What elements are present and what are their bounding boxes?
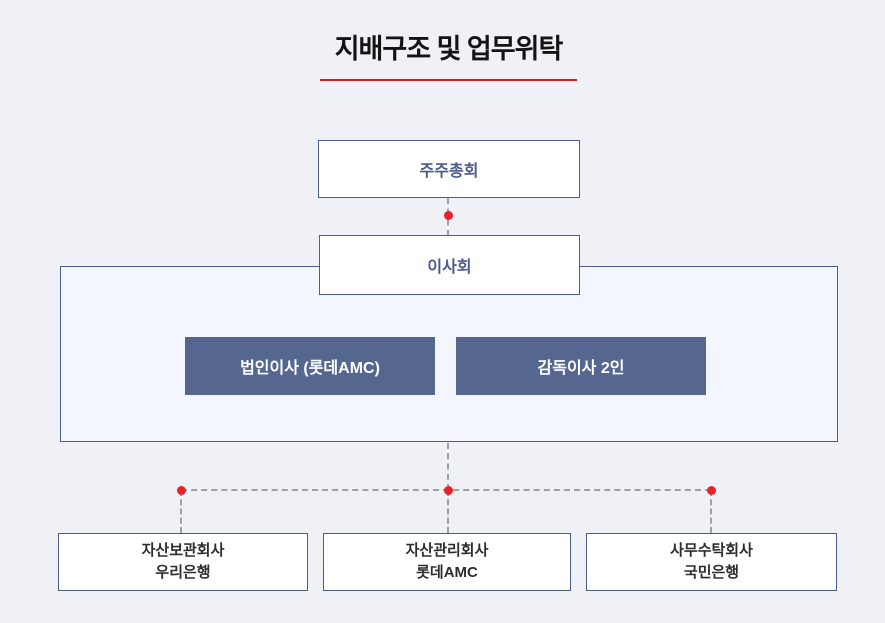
connector-panel-stem bbox=[447, 443, 449, 490]
title-underline bbox=[320, 79, 577, 81]
node-shareholders-meeting: 주주총회 bbox=[318, 140, 580, 198]
node-asset-custody-company: 우리은행 bbox=[155, 564, 211, 581]
node-admin-trust: 사무수탁회사 국민은행 bbox=[586, 533, 837, 591]
connector-dot-shareholders-board bbox=[444, 211, 453, 220]
node-shareholders-meeting-label: 주주총회 bbox=[419, 163, 479, 180]
node-asset-management-role: 자산관리회사 bbox=[405, 542, 489, 560]
node-supervisory-directors: 감독이사 2인 bbox=[456, 337, 706, 395]
node-corporate-director-label: 법인이사 (롯데AMC) bbox=[240, 360, 380, 377]
connector-dot-custody bbox=[177, 486, 186, 495]
page-title: 지배구조 및 업무위탁 bbox=[334, 34, 564, 64]
node-corporate-director: 법인이사 (롯데AMC) bbox=[185, 337, 435, 395]
connector-dot-admin-trust bbox=[707, 486, 716, 495]
connector-drop-management bbox=[447, 490, 449, 533]
node-board-of-directors-label: 이사회 bbox=[427, 259, 472, 276]
node-supervisory-directors-label: 감독이사 2인 bbox=[537, 360, 625, 377]
connector-dot-management bbox=[444, 486, 453, 495]
node-admin-trust-company: 국민은행 bbox=[683, 564, 740, 581]
node-asset-custody-role: 자산보관회사 bbox=[141, 542, 225, 560]
node-asset-management: 자산관리회사 롯데AMC bbox=[323, 533, 571, 591]
node-board-of-directors: 이사회 bbox=[319, 235, 580, 295]
connector-drop-admin-trust bbox=[710, 490, 712, 533]
connector-drop-custody bbox=[180, 490, 182, 533]
node-admin-trust-role: 사무수탁회사 bbox=[670, 542, 753, 560]
node-asset-custody: 자산보관회사 우리은행 bbox=[58, 533, 308, 591]
node-asset-management-company: 롯데AMC bbox=[416, 564, 478, 581]
